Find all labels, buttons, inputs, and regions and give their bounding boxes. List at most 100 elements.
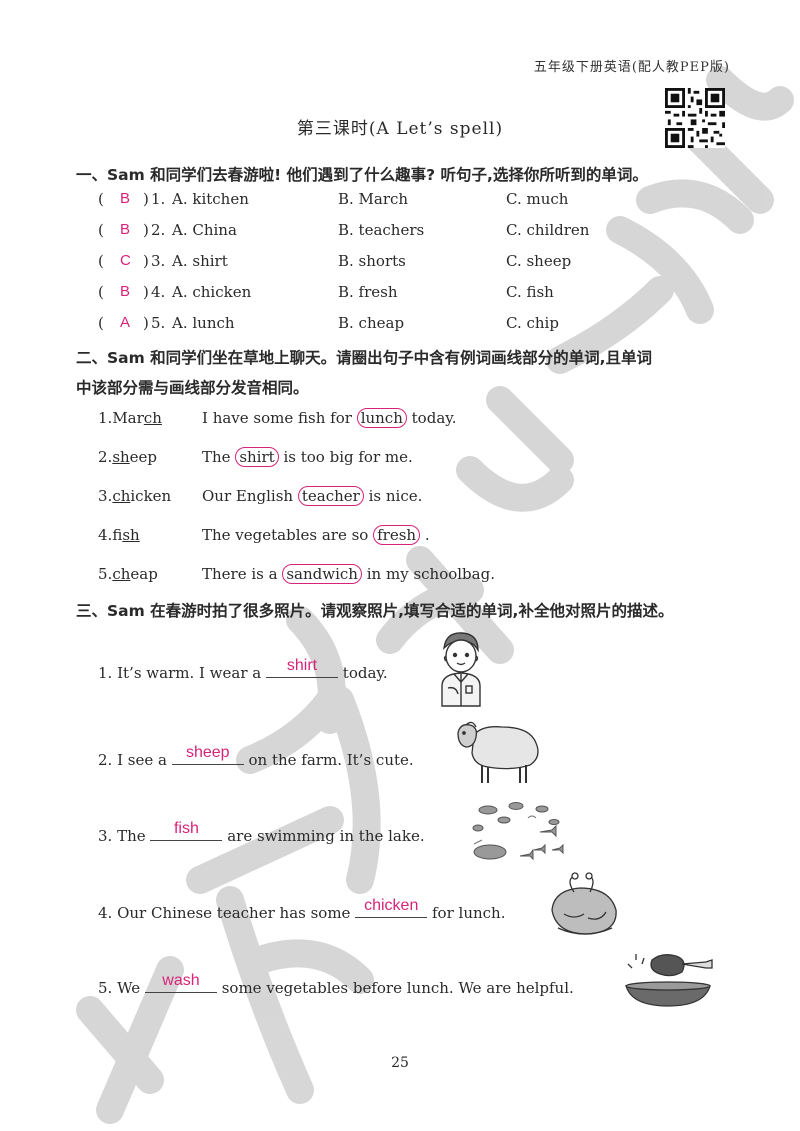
sentence-start: The bbox=[117, 827, 146, 845]
answer-bracket-close: ) bbox=[143, 252, 149, 270]
option-b: B. fresh bbox=[338, 283, 398, 301]
filled-answer: sheep bbox=[185, 744, 230, 761]
sentence-end: today. bbox=[411, 409, 457, 427]
sentence: The shirt is too big for me. bbox=[202, 447, 413, 467]
book-header: 五年级下册英语(配人教PEP版) bbox=[533, 60, 730, 75]
option-c: C. fish bbox=[506, 283, 554, 301]
sentence-end: for lunch. bbox=[432, 904, 506, 922]
question-number: 3. bbox=[151, 252, 166, 270]
option-a: A. lunch bbox=[172, 314, 235, 332]
sentence: I have some fish for lunch today. bbox=[202, 408, 457, 428]
option-b: B. shorts bbox=[338, 252, 406, 270]
lesson-title: 第三课时(A Let’s spell) bbox=[296, 119, 504, 139]
question-number: 3. bbox=[98, 487, 113, 505]
answer-blank[interactable]: chicken bbox=[355, 897, 428, 918]
word-part: Mar bbox=[112, 409, 144, 427]
sheep-picture bbox=[457, 721, 539, 783]
answer-bracket-open: ( bbox=[98, 221, 104, 239]
option-a: A. shirt bbox=[172, 252, 228, 270]
example-word: 3.chicken bbox=[98, 487, 171, 505]
section3-title: 三、Sam 在春游时拍了很多照片。请观察照片,填写合适的单词,补全他对照片的描述… bbox=[76, 602, 674, 620]
answer-blank[interactable]: wash bbox=[144, 972, 217, 993]
qr-code-icon[interactable] bbox=[665, 88, 725, 148]
question-number: 1. bbox=[98, 664, 113, 682]
question-number: 5. bbox=[98, 979, 113, 997]
question-number: 2. bbox=[151, 221, 166, 239]
option-a: A. kitchen bbox=[172, 190, 249, 208]
sentence-end: some vegetables before lunch. We are hel… bbox=[221, 979, 574, 997]
sentence-start: I have some fish for bbox=[202, 409, 352, 427]
filled-answer: chicken bbox=[364, 897, 419, 914]
question-number: 1. bbox=[151, 190, 166, 208]
circled-word[interactable]: lunch bbox=[356, 408, 407, 428]
roast-chicken-picture bbox=[551, 872, 617, 935]
choice-answer[interactable]: B bbox=[120, 221, 131, 238]
question-number: 5. bbox=[98, 565, 113, 583]
answer-bracket-open: ( bbox=[98, 252, 104, 270]
fill-sentence: 1. It’s warm. I wear a shirt today. bbox=[98, 657, 388, 682]
filled-answer: fish bbox=[173, 820, 199, 837]
sentence: The vegetables are so fresh . bbox=[202, 525, 430, 545]
fish-in-lake-picture bbox=[472, 802, 564, 861]
word-part: eep bbox=[129, 448, 158, 466]
choice-answer[interactable]: C bbox=[120, 252, 131, 269]
washing-vegetables-picture bbox=[625, 954, 713, 1007]
section2-title-line1: 二、Sam 和同学们坐在草地上聊天。请圈出句子中含有例词画线部分的单词,且单词 bbox=[76, 349, 653, 367]
option-b: B. March bbox=[338, 190, 409, 208]
sentence-start: Our English bbox=[202, 487, 294, 505]
fill-sentence: 5. We wash some vegetables before lunch.… bbox=[98, 972, 574, 997]
sentence-end: is too big for me. bbox=[283, 448, 413, 466]
sentence-end: is nice. bbox=[368, 487, 423, 505]
sentence-start: I see a bbox=[117, 751, 167, 769]
choice-answer[interactable]: B bbox=[120, 283, 131, 300]
example-word: 1.March bbox=[98, 409, 162, 427]
sentence: There is a sandwich in my schoolbag. bbox=[202, 564, 495, 584]
answer-blank[interactable]: sheep bbox=[171, 744, 244, 765]
answer-bracket-open: ( bbox=[98, 190, 104, 208]
answer-bracket-open: ( bbox=[98, 314, 104, 332]
boy-in-shirt-picture bbox=[441, 632, 481, 707]
sentence-end: are swimming in the lake. bbox=[227, 827, 425, 845]
example-word: 4.fish bbox=[98, 526, 140, 544]
choice-answer[interactable]: A bbox=[120, 314, 131, 331]
fill-sentence: 3. The fish are swimming in the lake. bbox=[98, 820, 425, 845]
sentence-end: today. bbox=[342, 664, 388, 682]
sentence-start: The bbox=[202, 448, 231, 466]
option-c: C. chip bbox=[506, 314, 559, 332]
sentence-end: in my schoolbag. bbox=[366, 565, 495, 583]
question-number: 3. bbox=[98, 827, 113, 845]
answer-bracket-close: ) bbox=[143, 221, 149, 239]
answer-blank[interactable]: fish bbox=[150, 820, 223, 841]
example-word: 5.cheap bbox=[98, 565, 158, 583]
choice-answer[interactable]: B bbox=[120, 190, 131, 207]
sentence: Our English teacher is nice. bbox=[202, 486, 423, 506]
page-number: 25 bbox=[391, 1055, 409, 1071]
question-number: 4. bbox=[151, 283, 166, 301]
answer-bracket-close: ) bbox=[143, 283, 149, 301]
sentence-end: on the farm. It’s cute. bbox=[248, 751, 414, 769]
fill-sentence: 4. Our Chinese teacher has some chicken … bbox=[98, 897, 506, 922]
circled-word[interactable]: fresh bbox=[373, 525, 421, 545]
underlined-part: sh bbox=[112, 448, 130, 466]
question-number: 4. bbox=[98, 526, 113, 544]
option-a: A. China bbox=[172, 221, 237, 239]
circled-word[interactable]: sandwich bbox=[282, 564, 362, 584]
circled-word[interactable]: shirt bbox=[235, 447, 279, 467]
sentence-end: . bbox=[424, 526, 430, 544]
option-c: C. sheep bbox=[506, 252, 572, 270]
answer-bracket-close: ) bbox=[143, 314, 149, 332]
question-number: 5. bbox=[151, 314, 166, 332]
sentence-start: The vegetables are so bbox=[202, 526, 369, 544]
option-b: B. teachers bbox=[338, 221, 425, 239]
question-number: 2. bbox=[98, 751, 113, 769]
option-b: B. cheap bbox=[338, 314, 405, 332]
sentence-start: Our Chinese teacher has some bbox=[117, 904, 351, 922]
option-c: C. children bbox=[506, 221, 590, 239]
answer-bracket-open: ( bbox=[98, 283, 104, 301]
fill-sentence: 2. I see a sheep on the farm. It’s cute. bbox=[98, 744, 414, 769]
underlined-part: ch bbox=[112, 487, 131, 505]
answer-blank[interactable]: shirt bbox=[266, 657, 339, 678]
answer-bracket-close: ) bbox=[143, 190, 149, 208]
underlined-part: sh bbox=[122, 526, 140, 544]
circled-word[interactable]: teacher bbox=[297, 486, 364, 506]
